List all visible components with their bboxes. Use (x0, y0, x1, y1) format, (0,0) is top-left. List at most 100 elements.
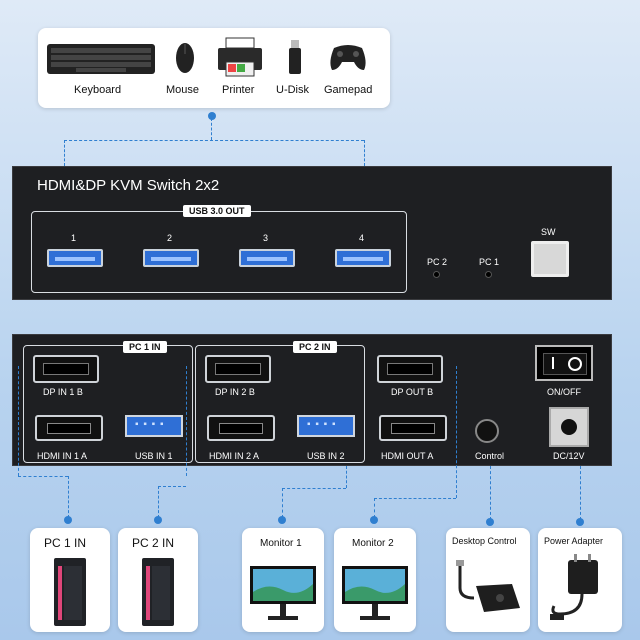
hdmi-in-2a-port[interactable] (207, 415, 275, 441)
control-port[interactable] (475, 419, 499, 443)
pc2-in-group (195, 345, 365, 463)
card-monitor-1: Monitor 1 (242, 528, 324, 632)
peripheral-label-gamepad: Gamepad (324, 84, 373, 96)
usb-port-number: 2 (167, 233, 173, 243)
monitor-icon (342, 566, 408, 620)
connector-line (18, 476, 68, 477)
connector-line (18, 366, 19, 476)
monitor-icon (250, 566, 316, 620)
sw-label: SW (541, 227, 556, 237)
device-title: HDMI&DP KVM Switch 2x2 (37, 177, 220, 194)
connector-dot (154, 516, 162, 524)
connector-line (364, 140, 365, 166)
usb-port-number: 1 (71, 233, 77, 243)
connector-line (158, 486, 159, 518)
pc1-in-group (23, 345, 193, 463)
peripheral-label-udisk: U-Disk (276, 84, 309, 96)
connector-line (186, 366, 187, 476)
card-pc2-in: PC 2 IN (118, 528, 198, 632)
usb-drive-icon (289, 40, 301, 74)
connector-line (580, 466, 581, 520)
card-desktop-control: Desktop Control (446, 528, 530, 632)
hdmi-out-a-label: HDMI OUT A (381, 451, 434, 461)
card-pc1-in: PC 1 IN (30, 528, 110, 632)
desktop-control-icon (456, 560, 520, 612)
connector-line (456, 366, 457, 498)
card-monitor-2: Monitor 2 (334, 528, 416, 632)
pc1-led (485, 271, 492, 278)
connector-dot (576, 518, 584, 526)
peripheral-label-keyboard: Keyboard (74, 84, 122, 96)
dp-in-1b-label: DP IN 1 B (43, 387, 83, 397)
dc-jack[interactable] (549, 407, 589, 447)
power-switch[interactable] (535, 345, 593, 381)
pc2-in-label: PC 2 IN (293, 341, 337, 353)
dp-in-2b-label: DP IN 2 B (215, 387, 255, 397)
connector-line (374, 498, 456, 499)
pc-tower-icon (142, 558, 174, 626)
hdmi-out-a-port[interactable] (379, 415, 447, 441)
on-off-label: ON/OFF (547, 387, 581, 397)
dc-jack-hole (561, 419, 577, 435)
hdmi-in-1a-label: HDMI IN 1 A (37, 451, 88, 461)
usb-port-number: 3 (263, 233, 269, 243)
pc1-indicator-label: PC 1 (479, 257, 500, 267)
card-power-adapter: Power Adapter (538, 528, 622, 632)
keyboard-icon (47, 44, 155, 74)
connector-dot (64, 516, 72, 524)
hdmi-in-1a-port[interactable] (35, 415, 103, 441)
usb-out-label: USB 3.0 OUT (183, 205, 251, 217)
usb-port-number: 4 (359, 233, 365, 243)
connector-line (346, 466, 347, 488)
peripheral-label-printer: Printer (222, 84, 255, 96)
connector-line (64, 140, 65, 166)
usb-port-1[interactable] (47, 249, 103, 267)
card-label: PC 2 IN (132, 536, 175, 550)
switch-on-mark (552, 357, 554, 369)
connector-dot (208, 112, 216, 120)
usb-in-2-port[interactable] (297, 415, 355, 437)
pc2-indicator-label: PC 2 (427, 257, 448, 267)
connector-dot (486, 518, 494, 526)
switch-off-mark (568, 357, 582, 371)
connector-line (282, 488, 346, 489)
dp-out-b-label: DP OUT B (391, 387, 434, 397)
dp-in-2b-port[interactable] (205, 355, 271, 383)
usb-port-2[interactable] (143, 249, 199, 267)
usb-port-3[interactable] (239, 249, 295, 267)
kvm-front-panel: HDMI&DP KVM Switch 2x2 USB 3.0 OUT 1 2 3… (12, 166, 612, 300)
dp-in-1b-port[interactable] (33, 355, 99, 383)
peripheral-label-mouse: Mouse (166, 84, 200, 96)
power-adapter-icon (550, 554, 598, 620)
usb-port-4[interactable] (335, 249, 391, 267)
connector-line (211, 118, 212, 140)
connector-line (158, 486, 186, 487)
connector-dot (278, 516, 286, 524)
kvm-rear-panel: PC 1 IN PC 2 IN DP IN 1 B DP IN 2 B DP O… (12, 334, 612, 466)
sw-button[interactable] (531, 241, 569, 277)
usb-in-2-label: USB IN 2 (307, 451, 345, 461)
card-label: PC 1 IN (44, 536, 87, 550)
dp-out-b-port[interactable] (377, 355, 443, 383)
card-label: Monitor 1 (260, 538, 302, 549)
connector-line (68, 476, 69, 518)
card-label: Desktop Control (452, 536, 517, 546)
pc-tower-icon (54, 558, 86, 626)
connector-line (490, 466, 491, 520)
card-label: Power Adapter (544, 536, 604, 546)
connector-line (64, 140, 364, 141)
peripherals-card: Keyboard Mouse Printer U-Disk Gamepad (38, 28, 390, 108)
dc-label: DC/12V (553, 451, 585, 461)
usb-in-1-label: USB IN 1 (135, 451, 173, 461)
card-label: Monitor 2 (352, 538, 394, 549)
usb-in-1-port[interactable] (125, 415, 183, 437)
printer-icon (218, 37, 262, 77)
pc1-in-label: PC 1 IN (123, 341, 167, 353)
hdmi-in-2a-label: HDMI IN 2 A (209, 451, 260, 461)
power-switch-rocker (543, 353, 587, 375)
gamepad-icon (330, 45, 366, 70)
control-label: Control (475, 451, 505, 461)
pc2-led (433, 271, 440, 278)
mouse-icon (176, 43, 194, 73)
connector-dot (370, 516, 378, 524)
